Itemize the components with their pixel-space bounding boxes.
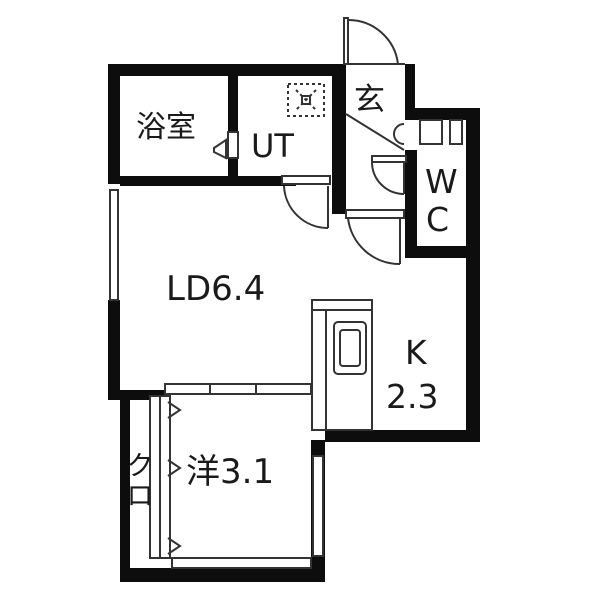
fixtures — [287, 83, 463, 431]
kitchen-counter-top — [311, 299, 373, 311]
entrance-step — [345, 113, 405, 151]
toilet-bowl — [393, 123, 405, 145]
window-western-right — [312, 455, 324, 557]
wall-left-middle — [108, 300, 120, 400]
wall-closet-top — [108, 390, 170, 400]
wc-label-w: W — [425, 162, 458, 201]
kitchen-area-label: 2.3 — [386, 377, 439, 416]
outer-walls — [108, 64, 480, 582]
western-room-label: 洋3.1 — [186, 452, 275, 492]
wall-wc-bottom — [405, 246, 480, 258]
wall-bottom — [120, 568, 325, 582]
ut-door-leaf — [281, 175, 331, 185]
wc-label-c: C — [426, 200, 450, 239]
bath-label: 浴室 — [136, 110, 196, 145]
doors — [167, 17, 407, 555]
utility-label: UT — [251, 127, 294, 165]
wall-top-main — [108, 64, 344, 76]
closet-label: クロ — [126, 451, 154, 512]
kitchen-sink — [333, 321, 367, 375]
wc-door-leaf — [371, 155, 407, 163]
living-dining-label: LD6.4 — [166, 269, 266, 309]
kitchen-counter — [325, 309, 373, 431]
bath-door-marker — [213, 138, 227, 160]
washer-pan — [287, 83, 325, 117]
entrance-door-swing — [347, 18, 399, 65]
wc-shelf — [449, 119, 463, 145]
window-ld-left — [109, 189, 119, 301]
wall-bath-ut-lower — [228, 158, 238, 186]
wall-left-lower — [120, 390, 130, 582]
entrance-label: 玄 — [354, 82, 385, 118]
wall-right — [466, 108, 480, 442]
wall-ut-entrance — [332, 64, 346, 214]
closet-door-frame-2 — [159, 395, 171, 559]
wc-door-swing — [371, 161, 405, 195]
toilet-tank — [419, 119, 443, 145]
closet-door-marker-3 — [167, 537, 182, 555]
kitchen-counter-side — [311, 309, 327, 431]
wall-kitchen-bottom — [325, 430, 480, 442]
wall-wc-left — [405, 150, 417, 258]
hall-door-swing — [347, 217, 401, 266]
hall-door-leaf — [345, 209, 405, 219]
wall-top-right — [405, 108, 480, 120]
window-western-top — [164, 383, 312, 395]
closet-door-marker-2 — [167, 459, 182, 477]
window-western-bottom — [171, 557, 312, 569]
entrance-door-leaf — [343, 17, 349, 65]
bath-door-frame — [227, 131, 239, 159]
wall-bath-bottom — [120, 176, 296, 186]
wall-left-upper — [108, 64, 120, 184]
kitchen-label: K — [405, 333, 427, 372]
wall-entrance-right — [405, 64, 415, 120]
wall-bath-ut-upper — [228, 76, 238, 132]
ut-door-swing — [283, 185, 329, 230]
closet-door-marker-1 — [167, 401, 182, 419]
